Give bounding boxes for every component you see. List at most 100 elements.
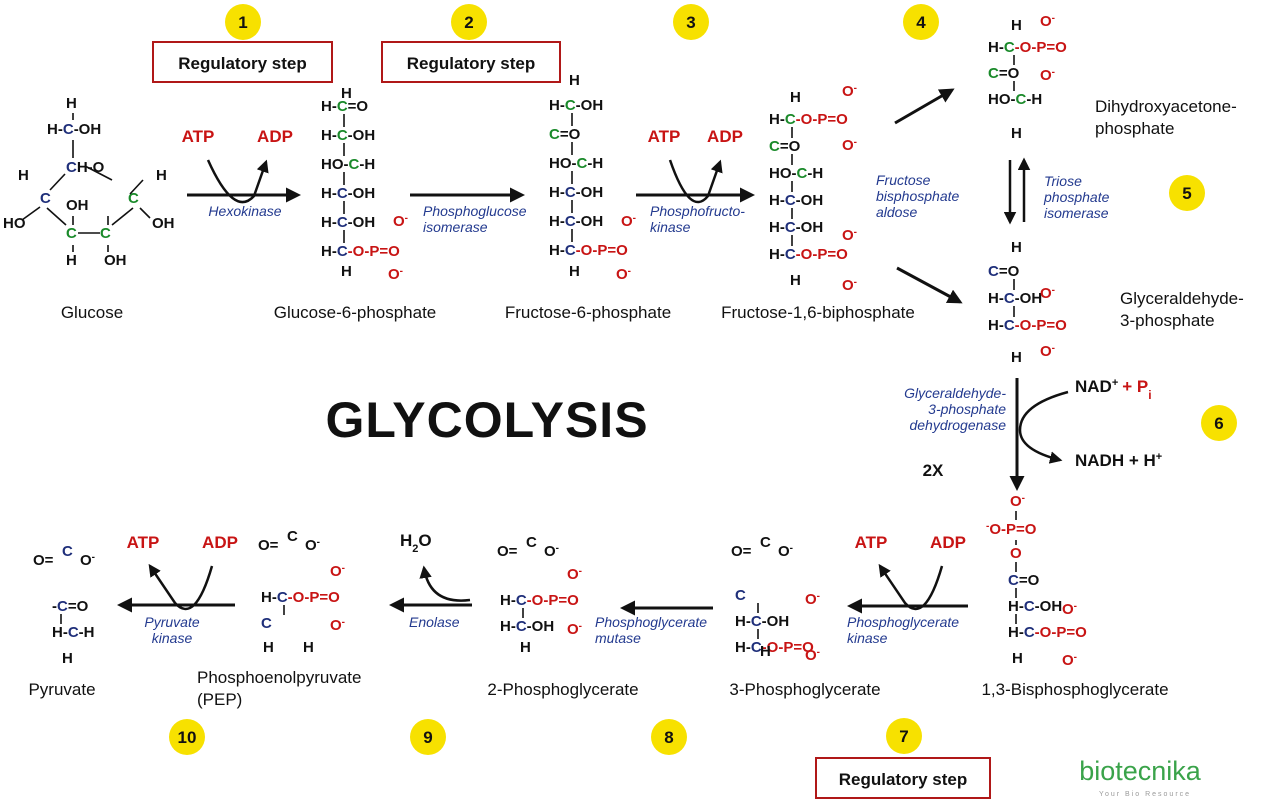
cofactor-adp: ADP [257, 127, 293, 146]
step-number: 4 [916, 13, 926, 32]
regulatory-step-box [815, 757, 991, 799]
molecule-atom-row: C [261, 615, 272, 632]
molecule-atom-row: H-C-OH [47, 121, 101, 138]
molecule-atom-row: H-C-O-P=O [261, 589, 340, 606]
molecule-atom-row: HO-C-H [988, 91, 1042, 108]
enzyme-hexokinase: Hexokinase [208, 203, 281, 219]
molecule-atom-row: H [341, 85, 352, 102]
cofactor-atp: ATP [648, 127, 681, 146]
molecule-atom-row: H-C-OH [769, 192, 823, 209]
compound-name-dihydroxyacetone-phosphate: Dihydroxyacetone- [1095, 97, 1237, 116]
molecule-atom-row: C [526, 534, 537, 551]
cofactor-curve-arrow [878, 563, 944, 611]
molecule-atom-row: H-C-O-P=O [1008, 624, 1087, 641]
regulatory-step-label: Regulatory step [178, 54, 306, 73]
reaction-arrow-step-4-dhap [894, 88, 955, 125]
molecule-atom-row: O [1010, 545, 1022, 562]
step-number-badge [651, 719, 687, 755]
page-title: GLYCOLYSIS [325, 392, 648, 448]
molecule-atom-row: HO-C-H [321, 156, 375, 173]
cofactor-curve-arrow [206, 159, 269, 204]
step-number-badge [1201, 405, 1237, 441]
compound-name-3-phosphoglycerate: 3-Phosphoglycerate [729, 680, 880, 699]
molecule-atom-row: H-C-OH [1008, 598, 1062, 615]
molecule-atom-row: H-C-OH [321, 185, 375, 202]
molecule-atom-row: O- [805, 591, 820, 609]
molecule-atom-row: O- [330, 563, 345, 581]
cofactor-adp: ADP [202, 533, 238, 552]
cofactor-adp: ADP [930, 533, 966, 552]
molecule-atom-row: H-C-H [52, 624, 95, 641]
step-number: 8 [664, 728, 673, 747]
step-number-badge [410, 719, 446, 755]
molecule-atom-row: C [40, 190, 51, 207]
molecule-atom-row: H [520, 639, 531, 656]
compound-name-fructose-1-6-biphosphate: Fructose-1,6-biphosphate [721, 303, 915, 322]
molecule-atom-row: O- [842, 277, 857, 295]
enzyme-phosphoglycerate-mutase: mutase [595, 630, 641, 646]
molecule-atom-row: O- [1062, 652, 1077, 670]
enzyme-glyceraldehyde-3-phosphate-dehydrogenase: dehydrogenase [909, 417, 1006, 433]
enzyme-fructose-bisphosphate-aldolase: bisphosphate [876, 188, 960, 204]
molecule-atom-row: H-C-OH [549, 213, 603, 230]
molecule-atom-row: H [156, 167, 167, 184]
molecule-atom-row: H-C-O-P=O [769, 246, 848, 263]
molecule-atom-row: O- [778, 543, 793, 561]
compound-name-2-phosphoglycerate: 2-Phosphoglycerate [487, 680, 638, 699]
molecule-atom-row: H [569, 263, 580, 280]
step-number: 9 [423, 728, 432, 747]
molecule-atom-row: O= [731, 543, 752, 560]
molecule-atom-row: H [790, 89, 801, 106]
molecule-atom-row: HO-C-H [549, 155, 603, 172]
enzyme-fructose-bisphosphate-aldolase: Fructose [876, 172, 931, 188]
bond [139, 207, 151, 219]
molecule-atom-row: O= [33, 552, 54, 569]
enzyme-phosphoglucose-isomerase: isomerase [423, 219, 488, 235]
regulatory-step-label: Regulatory step [839, 770, 967, 789]
biotecnika-logo: biotecnika [1079, 756, 1202, 786]
enzyme-enolase: Enolase [409, 614, 460, 630]
molecule-atom-row: HO-C-H [769, 165, 823, 182]
enzyme-phosphoglycerate-kinase: Phosphoglycerate [847, 614, 959, 630]
enzyme-pyruvate-kinase: Pyruvate [144, 614, 199, 630]
step-number: 2 [464, 13, 473, 32]
enzyme-phosphoglycerate-mutase: Phosphoglycerate [595, 614, 707, 630]
molecule-atom-row: H [341, 263, 352, 280]
stoichiometry-2x: 2X [923, 461, 944, 480]
molecule-atom-row: H-C-OH [549, 184, 603, 201]
step-number-badge [903, 4, 939, 40]
enzyme-triose-phosphate-isomerase: phosphate [1043, 189, 1110, 205]
molecule-atom-row: O- [621, 213, 636, 231]
molecule-atom-row: C [128, 190, 139, 207]
molecule-atom-row: H-C-O-P=O [500, 592, 579, 609]
molecule-atom-row: O- [842, 137, 857, 155]
molecule-atom-row: H-C-OH [769, 219, 823, 236]
molecule-atom-row: C [735, 587, 746, 604]
step-number: 5 [1182, 184, 1191, 203]
molecule-atom-row: H [760, 643, 771, 660]
molecule-atom-row: O- [567, 566, 582, 584]
regulatory-step-box [152, 41, 333, 83]
molecule-atom-row: C [287, 528, 298, 545]
cofactor-atp: ATP [182, 127, 215, 146]
enzyme-glyceraldehyde-3-phosphate-dehydrogenase: Glyceraldehyde- [904, 385, 1006, 401]
molecule-atom-row: H-C-OH [500, 618, 554, 635]
molecule-atom-row: C=O [549, 126, 581, 143]
step-number: 1 [238, 13, 247, 32]
molecule-atom-row: -C=O [52, 598, 89, 615]
enzyme-phosphoglycerate-kinase: kinase [847, 630, 888, 646]
enzyme-fructose-bisphosphate-aldolase: aldose [876, 204, 917, 220]
molecule-atom-row: HO [3, 215, 26, 232]
step-number: 3 [686, 13, 695, 32]
enzyme-triose-phosphate-isomerase: Triose [1044, 173, 1082, 189]
step-number-badge [1169, 175, 1205, 211]
bond [46, 207, 67, 226]
molecule-atom-row: H-C-OH [735, 613, 789, 630]
compound-name-glyceraldehyde-3-phosphate: Glyceraldehyde- [1120, 289, 1244, 308]
bond [84, 165, 113, 181]
molecule-atom-row: O- [305, 537, 320, 555]
step-number: 7 [899, 727, 908, 746]
regulatory-step-label: Regulatory step [407, 54, 535, 73]
cofactor-atp: ATP [855, 533, 888, 552]
